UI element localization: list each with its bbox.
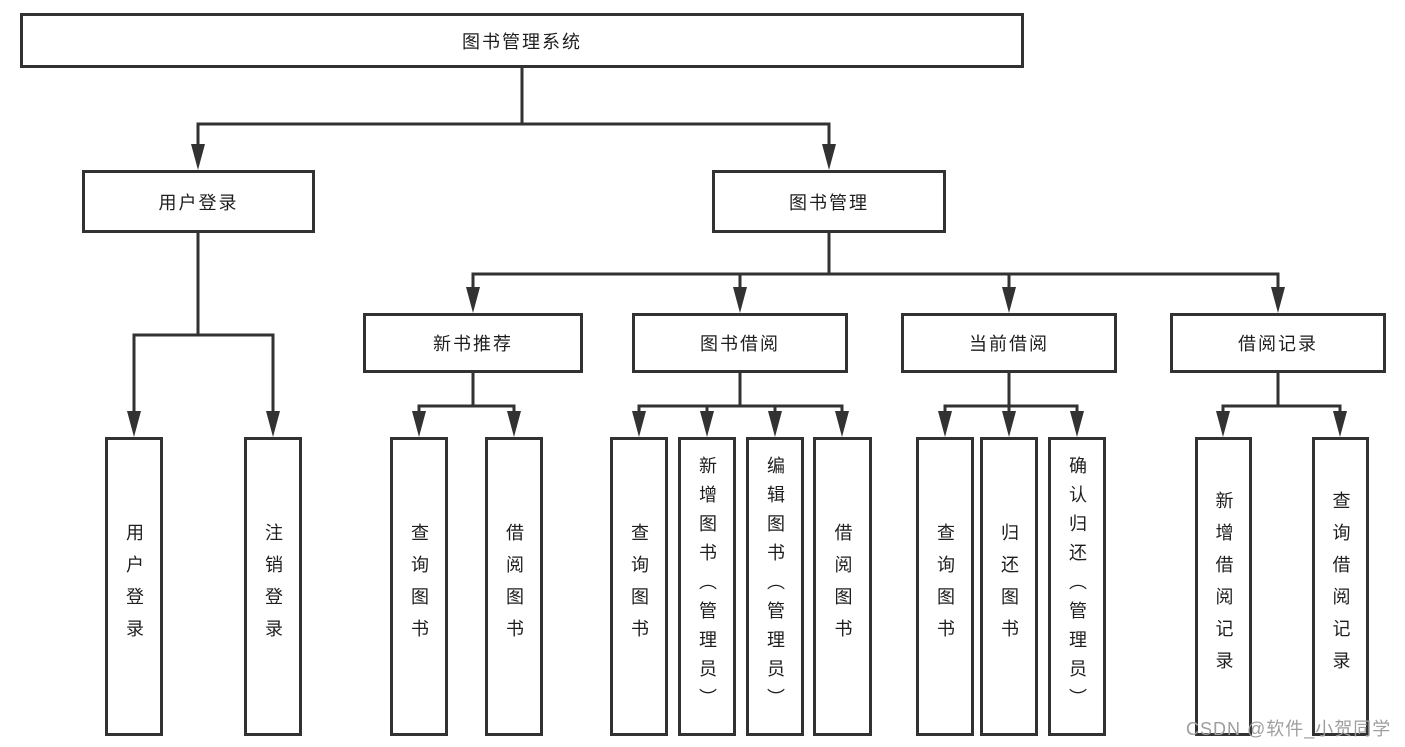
leaf-logout-label: 注销登录 xyxy=(263,522,283,651)
node-user-login-label: 用户登录 xyxy=(158,192,239,213)
leaf-records-query-record-label: 查询借阅记录 xyxy=(1330,490,1351,683)
node-root: 图书管理系统 xyxy=(20,13,1024,68)
node-root-label: 图书管理系统 xyxy=(462,31,582,52)
leaf-borrow-add-book: 新增图书（管理员） xyxy=(678,437,736,736)
edge-lines xyxy=(132,68,1342,413)
leaf-current-confirm-return: 确认归还（管理员） xyxy=(1048,437,1106,736)
leaf-records-add-record: 新增借阅记录 xyxy=(1195,437,1252,736)
csdn-watermark: CSDN @软件_小贺同学 xyxy=(1186,719,1392,739)
node-book-borrow-label: 图书借阅 xyxy=(700,334,780,354)
leaf-recommend-borrow-book: 借阅图书 xyxy=(485,437,543,736)
leaf-logout: 注销登录 xyxy=(244,437,302,736)
leaf-borrow-borrow-book-label: 借阅图书 xyxy=(832,522,853,651)
leaf-recommend-query-book: 查询图书 xyxy=(390,437,448,736)
leaf-records-query-record: 查询借阅记录 xyxy=(1312,437,1369,736)
node-current-borrow: 当前借阅 xyxy=(901,313,1117,373)
leaf-current-query-book-label: 查询图书 xyxy=(935,522,955,651)
node-book-management-label: 图书管理 xyxy=(789,192,869,213)
arrow-heads xyxy=(127,144,1347,437)
leaf-current-query-book: 查询图书 xyxy=(916,437,974,736)
leaf-borrow-query-book: 查询图书 xyxy=(610,437,668,736)
node-new-book-recommend-label: 新书推荐 xyxy=(433,334,513,354)
leaf-borrow-borrow-book: 借阅图书 xyxy=(813,437,872,736)
node-book-borrow: 图书借阅 xyxy=(632,313,848,373)
node-book-management: 图书管理 xyxy=(712,170,946,233)
leaf-borrow-edit-book-label: 编辑图书（管理员） xyxy=(765,456,785,717)
leaf-current-return-book-label: 归还图书 xyxy=(999,522,1019,651)
leaf-user-login-label: 用户登录 xyxy=(124,522,144,651)
node-borrow-records-label: 借阅记录 xyxy=(1238,334,1318,354)
node-current-borrow-label: 当前借阅 xyxy=(969,334,1049,354)
leaf-recommend-query-book-label: 查询图书 xyxy=(409,522,429,651)
node-borrow-records: 借阅记录 xyxy=(1170,313,1386,373)
leaf-borrow-edit-book: 编辑图书（管理员） xyxy=(746,437,804,736)
node-new-book-recommend: 新书推荐 xyxy=(363,313,583,373)
leaf-current-confirm-return-label: 确认归还（管理员） xyxy=(1067,456,1087,717)
leaf-borrow-query-book-label: 查询图书 xyxy=(629,522,649,651)
node-user-login: 用户登录 xyxy=(82,170,315,233)
leaf-borrow-add-book-label: 新增图书（管理员） xyxy=(697,456,717,717)
leaf-recommend-borrow-book-label: 借阅图书 xyxy=(504,522,524,651)
leaf-current-return-book: 归还图书 xyxy=(980,437,1038,736)
leaf-user-login: 用户登录 xyxy=(105,437,163,736)
leaf-records-add-record-label: 新增借阅记录 xyxy=(1213,490,1234,683)
